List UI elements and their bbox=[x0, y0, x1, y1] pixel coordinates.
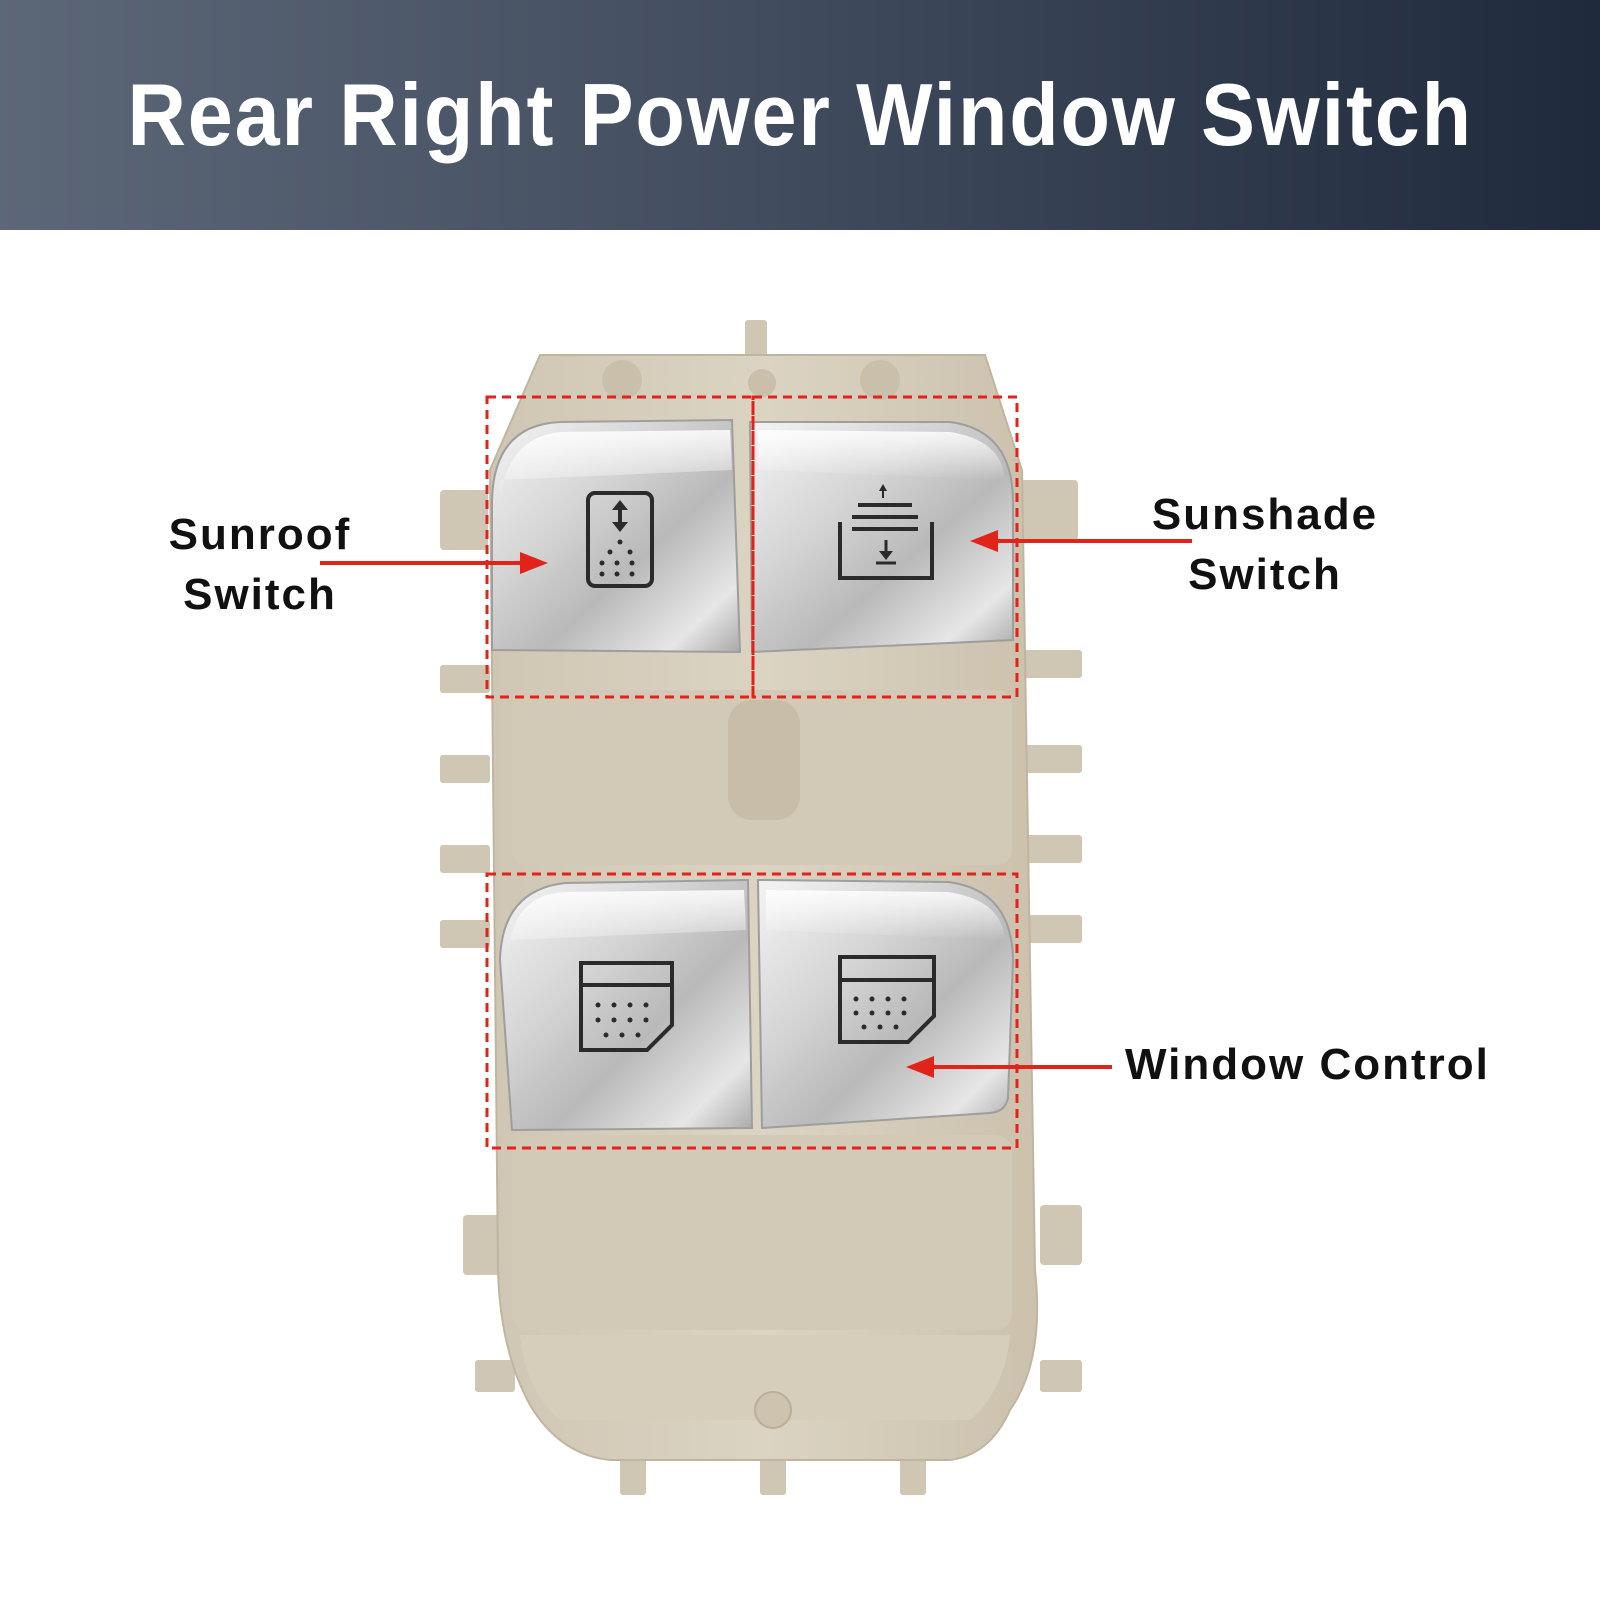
title-banner: Rear Right Power Window Switch bbox=[0, 0, 1600, 230]
window-icon bbox=[838, 955, 936, 1044]
left-window-control-button[interactable] bbox=[498, 878, 754, 1132]
page-title: Rear Right Power Window Switch bbox=[127, 65, 1473, 164]
sunroof-switch-button[interactable] bbox=[491, 418, 742, 654]
housing-details bbox=[512, 360, 1012, 1429]
sunroof-highlight-box bbox=[485, 395, 755, 699]
window-control-label-text: Window Control bbox=[1125, 1040, 1490, 1089]
sunshade-switch-button[interactable] bbox=[748, 421, 1014, 654]
window-icon bbox=[579, 961, 674, 1052]
sunshade-label-line1: Sunshade bbox=[1151, 490, 1379, 539]
sunroof-label-line2: Switch bbox=[183, 570, 337, 619]
sunshade-label-line2: Switch bbox=[1188, 550, 1342, 599]
window-highlight-box bbox=[485, 872, 1019, 1150]
window-control-label: Window Control bbox=[1125, 1035, 1505, 1095]
sunshade-highlight-box bbox=[751, 395, 1019, 699]
window-glass-dots bbox=[595, 1002, 649, 1038]
right-window-control-button[interactable] bbox=[756, 878, 1015, 1130]
sunshade-switch-label: Sunshade Switch bbox=[1125, 485, 1405, 605]
sunroof-switch-label: Sunroof Switch bbox=[140, 505, 380, 625]
window-glass-dots bbox=[853, 996, 907, 1030]
arrow-heads bbox=[520, 530, 998, 1078]
housing-tabs bbox=[440, 320, 1082, 1495]
sunroof-glass-dots bbox=[599, 539, 635, 577]
sunshade-icon bbox=[838, 484, 934, 580]
highlight-boxes bbox=[485, 395, 1019, 1150]
sunroof-icon bbox=[586, 491, 654, 588]
sunroof-label-line1: Sunroof bbox=[168, 510, 352, 559]
callout-arrows bbox=[320, 536, 1192, 1072]
